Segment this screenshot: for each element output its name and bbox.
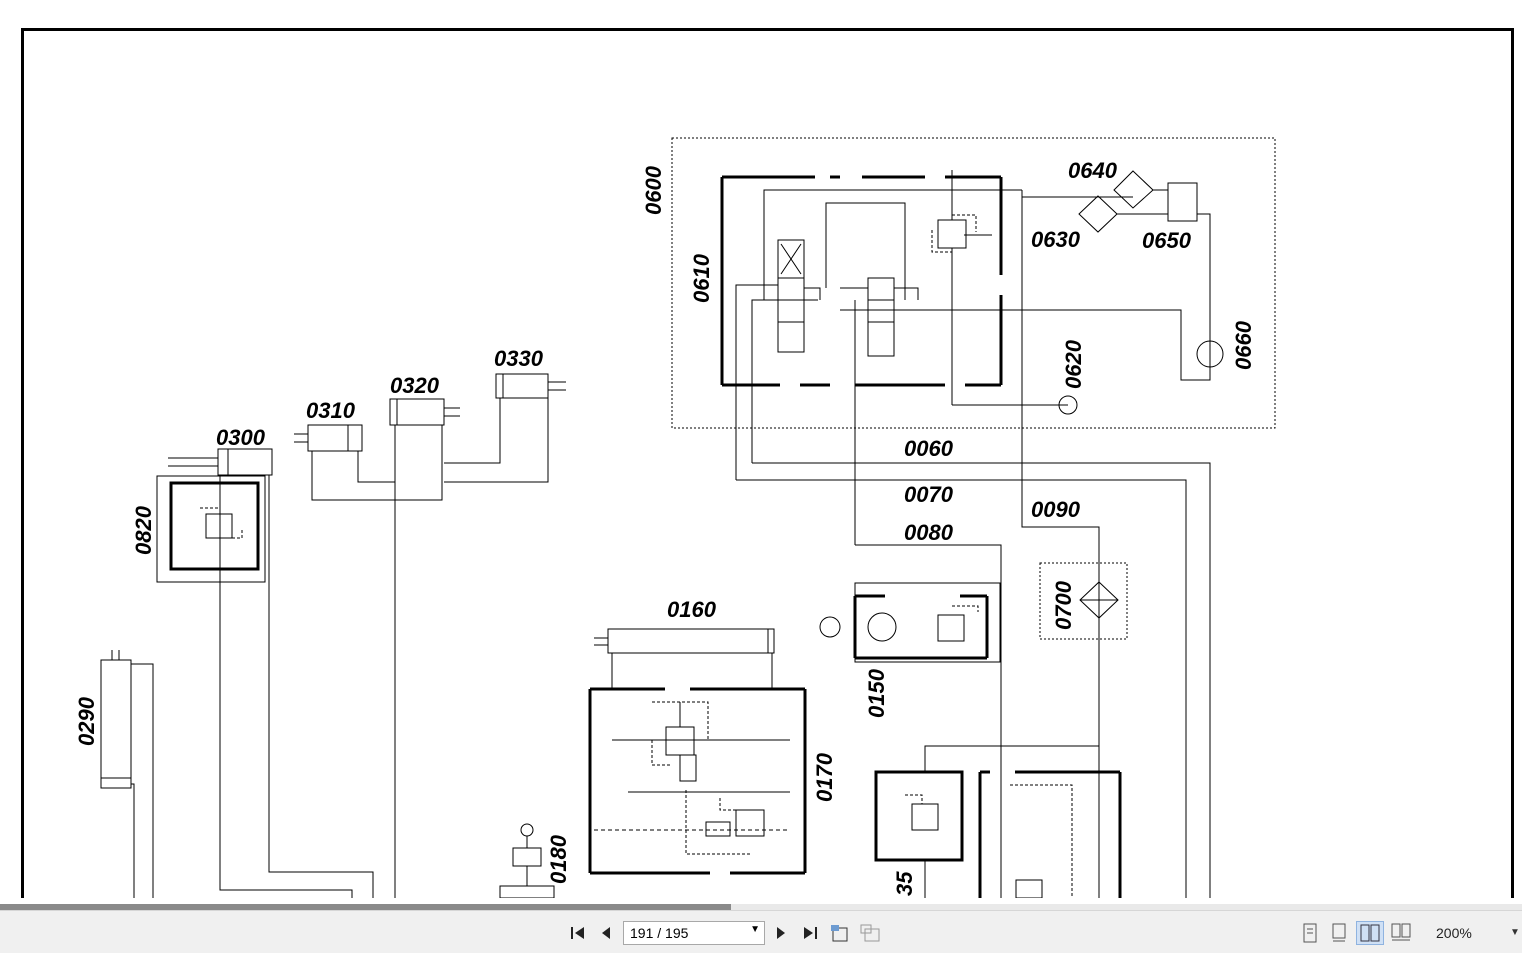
label-0160: 0160 xyxy=(667,597,717,622)
first-page-icon[interactable] xyxy=(568,921,588,945)
prev-page-icon[interactable] xyxy=(597,921,615,945)
valve-block-0610 xyxy=(720,175,1003,387)
fit-width-icon[interactable] xyxy=(858,921,882,945)
next-page-icon[interactable] xyxy=(772,921,790,945)
fit-page-icon[interactable] xyxy=(828,921,852,945)
label-0320: 0320 xyxy=(390,373,440,398)
continuous-icon[interactable] xyxy=(1329,921,1349,945)
horizontal-scrollbar-thumb[interactable] xyxy=(0,904,731,910)
last-page-icon[interactable] xyxy=(800,921,820,945)
label-0150: 0150 xyxy=(864,668,889,718)
zoom-dropdown-icon[interactable]: ▼ xyxy=(1510,927,1520,938)
label-0610: 0610 xyxy=(689,253,714,303)
horizontal-scrollbar-track[interactable] xyxy=(0,904,1522,910)
label-0630: 0630 xyxy=(1031,227,1081,252)
label-35: 35 xyxy=(892,871,917,896)
hydraulic-schematic: 0600 0610 0640 0630 0650 0620 0660 0330 … xyxy=(74,137,1276,898)
label-0640: 0640 xyxy=(1068,158,1118,183)
label-0290: 0290 xyxy=(74,696,99,746)
valve-block-0170 xyxy=(588,687,807,875)
label-0070: 0070 xyxy=(904,482,954,507)
label-0330: 0330 xyxy=(494,346,544,371)
label-0620: 0620 xyxy=(1061,339,1086,389)
viewer-toolbar: 191 / 195 ▼ 200% ▼ xyxy=(0,910,1522,953)
chevron-down-icon[interactable]: ▼ xyxy=(750,924,760,935)
two-page-icon[interactable] xyxy=(1356,921,1384,945)
zoom-level[interactable]: 200% xyxy=(1436,925,1472,941)
label-0310: 0310 xyxy=(306,398,356,423)
label-0090: 0090 xyxy=(1031,497,1081,522)
label-0600: 0600 xyxy=(641,165,666,215)
group-box-0700 xyxy=(1039,562,1128,640)
label-0300: 0300 xyxy=(216,425,266,450)
page-indicator: 191 / 195 xyxy=(630,925,689,941)
label-0080: 0080 xyxy=(904,520,954,545)
group-box-0600 xyxy=(671,137,1276,429)
label-0170: 0170 xyxy=(812,752,837,802)
two-page-continuous-icon[interactable] xyxy=(1390,921,1412,945)
single-page-icon[interactable] xyxy=(1300,921,1320,945)
label-0180: 0180 xyxy=(546,834,571,884)
document-viewport[interactable]: 0600 0610 0640 0630 0650 0620 0660 0330 … xyxy=(0,0,1522,898)
label-0700: 0700 xyxy=(1051,580,1076,630)
label-0820: 0820 xyxy=(131,505,156,555)
label-0650: 0650 xyxy=(1142,228,1192,253)
drawing-border xyxy=(21,28,1514,898)
label-0060: 0060 xyxy=(904,436,954,461)
page-number-input[interactable]: 191 / 195 ▼ xyxy=(623,921,765,945)
label-0660: 0660 xyxy=(1231,320,1256,370)
